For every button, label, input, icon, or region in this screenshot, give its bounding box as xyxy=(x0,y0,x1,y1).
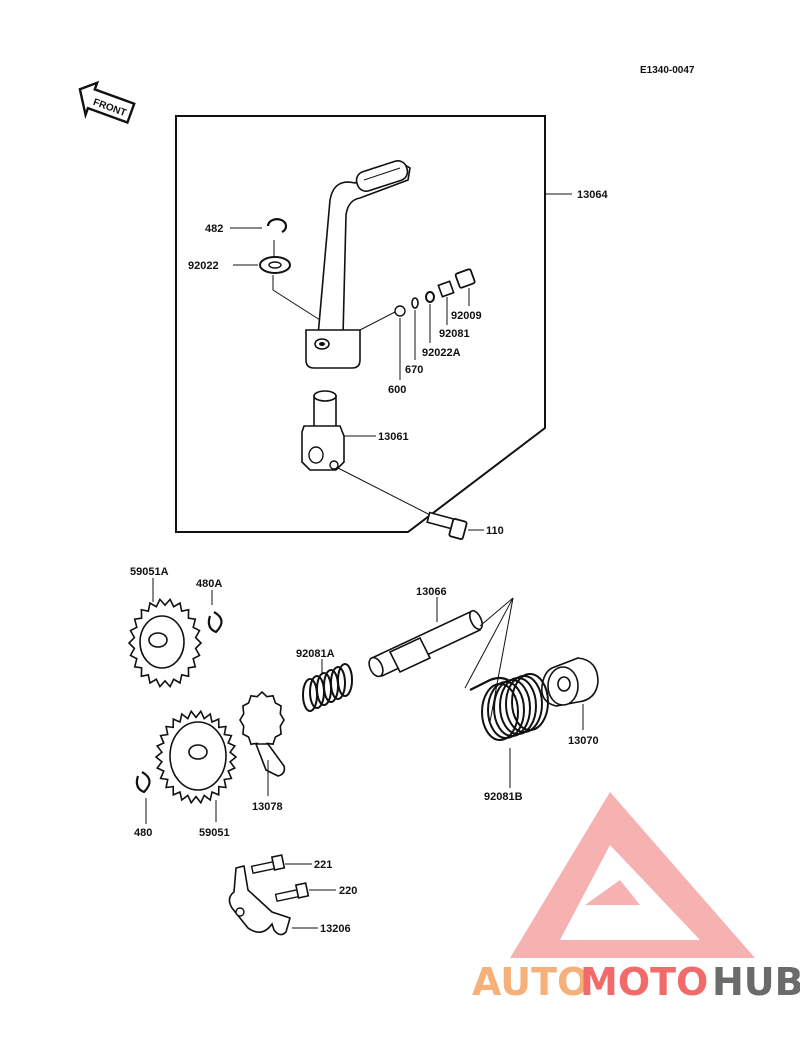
label-13206: 13206 xyxy=(320,923,351,935)
circlip-482: 482 xyxy=(205,218,288,256)
label-13064: 13064 xyxy=(577,189,608,201)
label-92022a: 92022A xyxy=(422,347,461,359)
detent-parts: 600 670 92022A 92081 92009 xyxy=(359,268,482,396)
kick-pedal-arm xyxy=(305,159,411,369)
torsion-spring-92081b: 92081B xyxy=(469,597,549,803)
bolt-110: 110 xyxy=(337,467,504,540)
label-92022: 92022 xyxy=(188,260,219,272)
watermark-hub: HUB xyxy=(712,960,800,1004)
label-92009: 92009 xyxy=(451,310,482,322)
guide-13206: 221 220 13206 xyxy=(228,854,357,936)
shaft-13066: 13066 xyxy=(368,586,514,689)
gear-59051: 59051 xyxy=(154,709,238,839)
label-92081: 92081 xyxy=(439,328,470,340)
watermark-auto: AUTO xyxy=(472,960,589,1004)
watermark-logo: AUTO MOTO HUB xyxy=(472,792,800,1004)
kick-pedal-assembly-box xyxy=(175,115,546,533)
front-arrow-icon: FRONT xyxy=(78,80,136,125)
label-92081a: 92081A xyxy=(296,648,335,660)
label-59051a: 59051A xyxy=(130,566,169,578)
boss-13061: 13061 xyxy=(301,390,409,471)
label-600: 600 xyxy=(388,384,406,396)
circlip-480a: 480A xyxy=(196,578,223,634)
label-110: 110 xyxy=(486,525,504,537)
label-92081b: 92081B xyxy=(484,791,523,803)
watermark-moto: MOTO xyxy=(580,960,708,1004)
diagram-code: E1340-0047 xyxy=(640,65,695,76)
label-482: 482 xyxy=(205,223,223,235)
collar-13070: 13070 xyxy=(540,657,599,747)
washer-92022: 92022 xyxy=(188,256,321,321)
spring-92081a: 92081A xyxy=(296,648,353,712)
label-13066: 13066 xyxy=(416,586,447,598)
label-670: 670 xyxy=(405,364,423,376)
label-480a: 480A xyxy=(196,578,222,590)
label-220: 220 xyxy=(339,885,357,897)
ratchet-13078: 13078 xyxy=(239,690,286,813)
label-13078: 13078 xyxy=(252,801,283,813)
label-13061: 13061 xyxy=(378,431,409,443)
label-13070: 13070 xyxy=(568,735,599,747)
label-221: 221 xyxy=(314,859,332,871)
label-59051: 59051 xyxy=(199,827,230,839)
label-480: 480 xyxy=(134,827,152,839)
circlip-480: 480 xyxy=(134,771,152,839)
gear-59051a: 59051A xyxy=(127,566,203,689)
